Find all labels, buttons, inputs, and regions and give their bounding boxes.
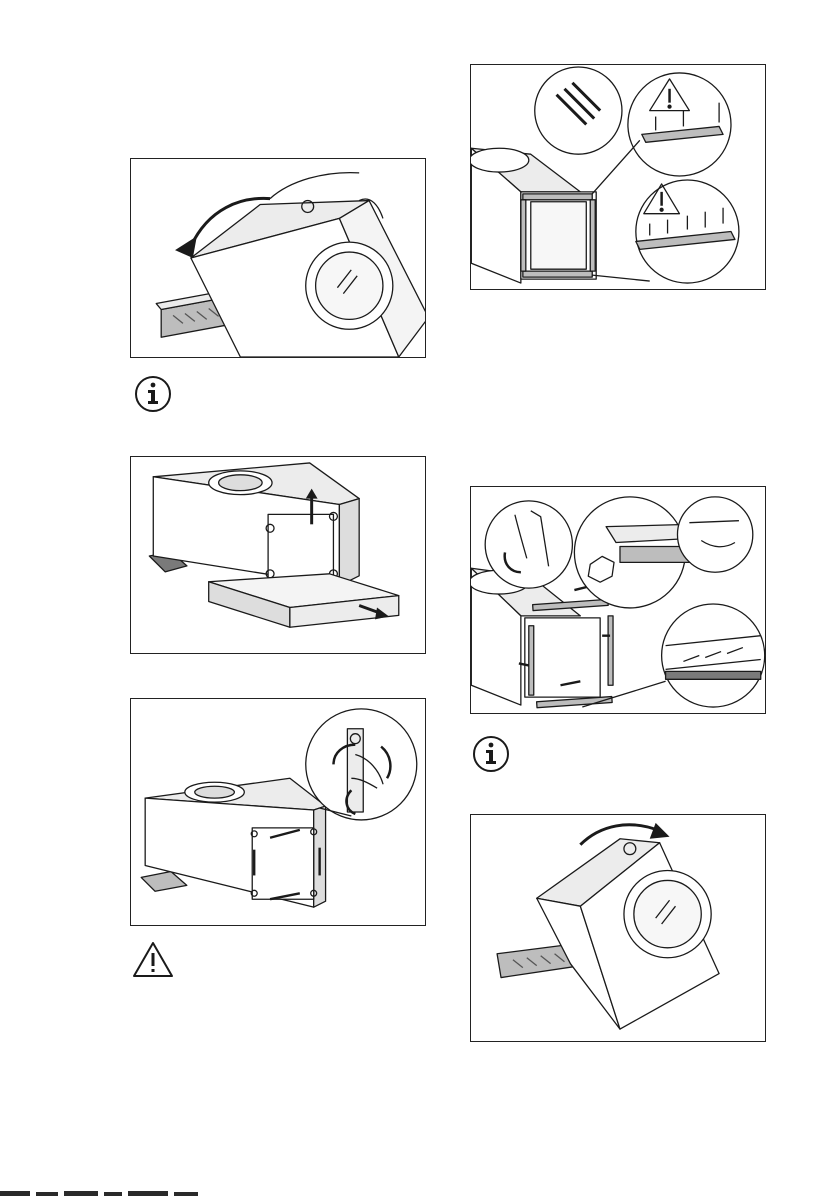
figure-tilt-back xyxy=(130,158,426,358)
footer-cropped-text xyxy=(0,1184,215,1192)
figure-fit-strips xyxy=(470,486,766,714)
screwdriver-icon xyxy=(131,699,425,925)
figure-protection-strips xyxy=(470,64,766,290)
figure-remove-base xyxy=(130,456,426,654)
machine-tilt-left-icon xyxy=(131,159,425,357)
info-icon xyxy=(471,734,511,774)
machine-tilt-right-icon xyxy=(471,815,765,1041)
strip-install-icon xyxy=(471,487,765,713)
info-icon xyxy=(133,374,173,414)
figure-unscrew-bolts xyxy=(130,698,426,926)
figure-tilt-forward xyxy=(470,814,766,1042)
strip-warning-icon xyxy=(471,65,765,289)
base-removal-icon xyxy=(131,457,425,653)
warning-triangle-icon xyxy=(131,940,175,980)
